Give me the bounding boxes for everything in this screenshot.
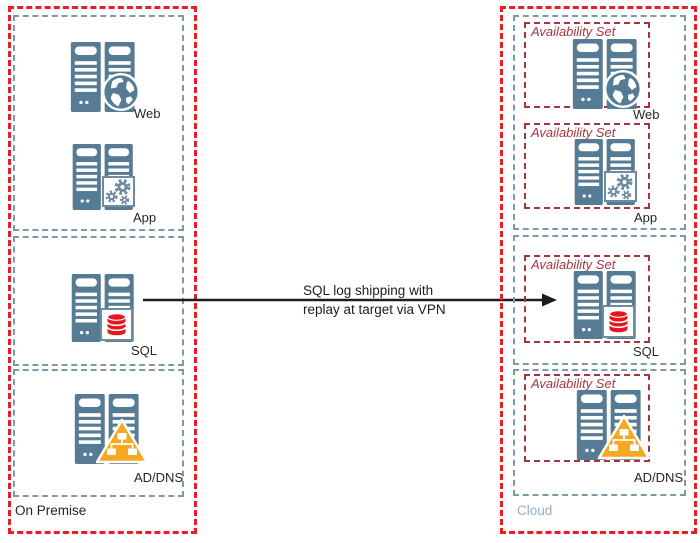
availability-set-box-app xyxy=(524,123,650,209)
cloud-sql-label: SQL xyxy=(633,344,660,359)
adns-servers-icon xyxy=(65,394,149,464)
app-servers-icon xyxy=(65,144,135,210)
cloud-boundary xyxy=(500,6,697,534)
database-icon xyxy=(602,305,635,338)
availability-set-box-sql xyxy=(524,255,650,343)
globe-icon xyxy=(101,72,141,112)
availability-set-label: Availability Set xyxy=(531,24,616,39)
on-premise-boundary xyxy=(8,6,197,534)
cloud-zone-label: Cloud xyxy=(517,503,553,518)
app-servers-icon xyxy=(567,139,637,205)
cloud-web-app-network-box xyxy=(513,15,686,230)
availability-set-label: Availability Set xyxy=(531,125,616,140)
arrow-label-line1: SQL log shipping with xyxy=(303,283,434,298)
arrow-label-line2: replay at target via VPN xyxy=(303,302,446,317)
database-icon xyxy=(100,308,133,341)
availability-set-box-adns xyxy=(524,374,650,462)
sql-servers-icon xyxy=(65,274,141,342)
on-premise-zone-label: On Premise xyxy=(15,503,87,518)
availability-set-label: Availability Set xyxy=(531,376,616,391)
cloud-adns-network-box xyxy=(513,369,686,496)
adns-servers-icon xyxy=(567,390,651,460)
cloud-adns-label: AD/DNS xyxy=(634,470,684,485)
on-premise-app-label: App xyxy=(133,210,157,225)
availability-set-label: Availability Set xyxy=(531,257,616,272)
replication-arrow xyxy=(143,293,557,307)
on-premise-adns-label: AD/DNS xyxy=(134,470,184,485)
sql-servers-icon xyxy=(567,271,643,339)
on-premise-web-app-network-box xyxy=(13,15,184,231)
cloud-web-label: Web xyxy=(633,107,660,122)
gears-icon xyxy=(102,176,135,207)
globe-icon xyxy=(604,69,642,109)
on-premise-web-label: Web xyxy=(134,106,161,121)
web-servers-icon xyxy=(567,39,642,109)
web-servers-icon xyxy=(65,42,141,112)
on-premise-sql-label: SQL xyxy=(131,343,158,358)
gears-icon xyxy=(604,171,637,202)
cloud-app-label: App xyxy=(634,210,658,225)
cloud-sql-network-box xyxy=(513,235,686,365)
on-premise-adns-network-box xyxy=(13,369,184,497)
